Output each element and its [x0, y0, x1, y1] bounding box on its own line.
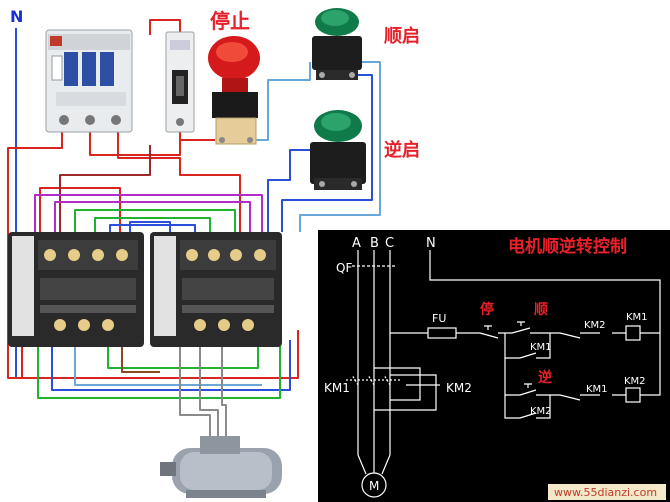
neutral-schematic-label: N: [426, 236, 436, 251]
forward-label: 顺启: [384, 25, 420, 47]
contactor-km1: [8, 232, 144, 347]
km2-hold-contact: [504, 395, 551, 419]
forward-contact: [511, 321, 531, 334]
stop-button: [208, 36, 260, 145]
contactor-km2: [150, 232, 282, 347]
neutral-label: N: [10, 7, 23, 26]
breaker-label: QF: [336, 261, 352, 275]
blue-wire-1: [109, 224, 196, 232]
schematic-panel: 电机顺逆转控制 A B C N QF: [318, 230, 670, 502]
fuse-label: FU: [432, 312, 446, 325]
lightblue-wire-1: [255, 62, 311, 141]
phase-b-label: B: [370, 236, 379, 251]
red-wire-f: [59, 145, 151, 232]
stop-schematic-label: 停: [480, 301, 494, 318]
forward-button: [312, 8, 362, 80]
stop-label: 停止: [210, 9, 250, 33]
km2-label-hold: KM2: [530, 406, 552, 417]
km2-nc-rung1: [559, 332, 581, 339]
km2-main-label: KM2: [446, 381, 472, 395]
red-wire-d: [179, 135, 215, 141]
km2-coil: [625, 387, 641, 403]
neutral-line: [429, 250, 661, 333]
watermark: www.55dianzi.com: [554, 486, 657, 499]
km1-label-hold: KM1: [530, 342, 552, 353]
bottom-green-1: [37, 340, 281, 399]
schematic-title: 电机顺逆转控制: [508, 236, 627, 257]
motor-lead-2: [199, 345, 219, 440]
reverse-contact: [519, 383, 537, 396]
green-wire-1: [74, 209, 236, 232]
km2-label-rung1: KM2: [584, 320, 606, 331]
km2-main: [374, 367, 440, 411]
km1-label-rung2: KM1: [586, 384, 608, 395]
watermark-box: [548, 484, 666, 500]
fuse-symbol: [427, 327, 457, 339]
wires: [7, 19, 381, 440]
km1-label-coil: KM1: [626, 312, 648, 323]
bottom-green-2: [107, 345, 259, 369]
km2-label-coil: KM2: [624, 376, 646, 387]
purple-wire-1: [34, 194, 263, 232]
km1-nc-rung2: [559, 394, 581, 401]
schematic-lines: [346, 250, 661, 498]
red-wire-c: [117, 130, 241, 232]
blue-wire-2: [129, 221, 171, 232]
km1-main: [346, 374, 400, 386]
stop-contact: [479, 325, 499, 339]
motor-lead-1: [179, 345, 211, 440]
green-wire-2: [94, 217, 211, 232]
motor: [160, 436, 282, 498]
km1-main-label: KM1: [324, 381, 350, 395]
blue-wire-4: [267, 149, 310, 232]
circuit-breaker: [45, 29, 133, 133]
motor-leads: [357, 454, 391, 475]
bottom-red-1: [21, 330, 299, 379]
km1-coil: [625, 325, 641, 341]
purple-wire-2: [54, 201, 251, 232]
brown-wire: [121, 345, 160, 373]
reverse-label: 逆启: [384, 139, 420, 161]
phase-a-label: A: [352, 236, 361, 251]
reverse-button: [310, 110, 366, 190]
reverse-schematic-label: 逆: [538, 369, 552, 386]
forward-schematic-label: 顺: [534, 302, 548, 318]
motor-label: M: [369, 479, 379, 493]
blue-wire-3: [281, 74, 373, 232]
phase-c-label: C: [385, 236, 394, 251]
motor-lead-3: [221, 345, 227, 440]
lightblue-wire-2: [299, 61, 381, 232]
bottom-blue-1: [51, 340, 291, 391]
fuse-holder: [165, 31, 195, 133]
